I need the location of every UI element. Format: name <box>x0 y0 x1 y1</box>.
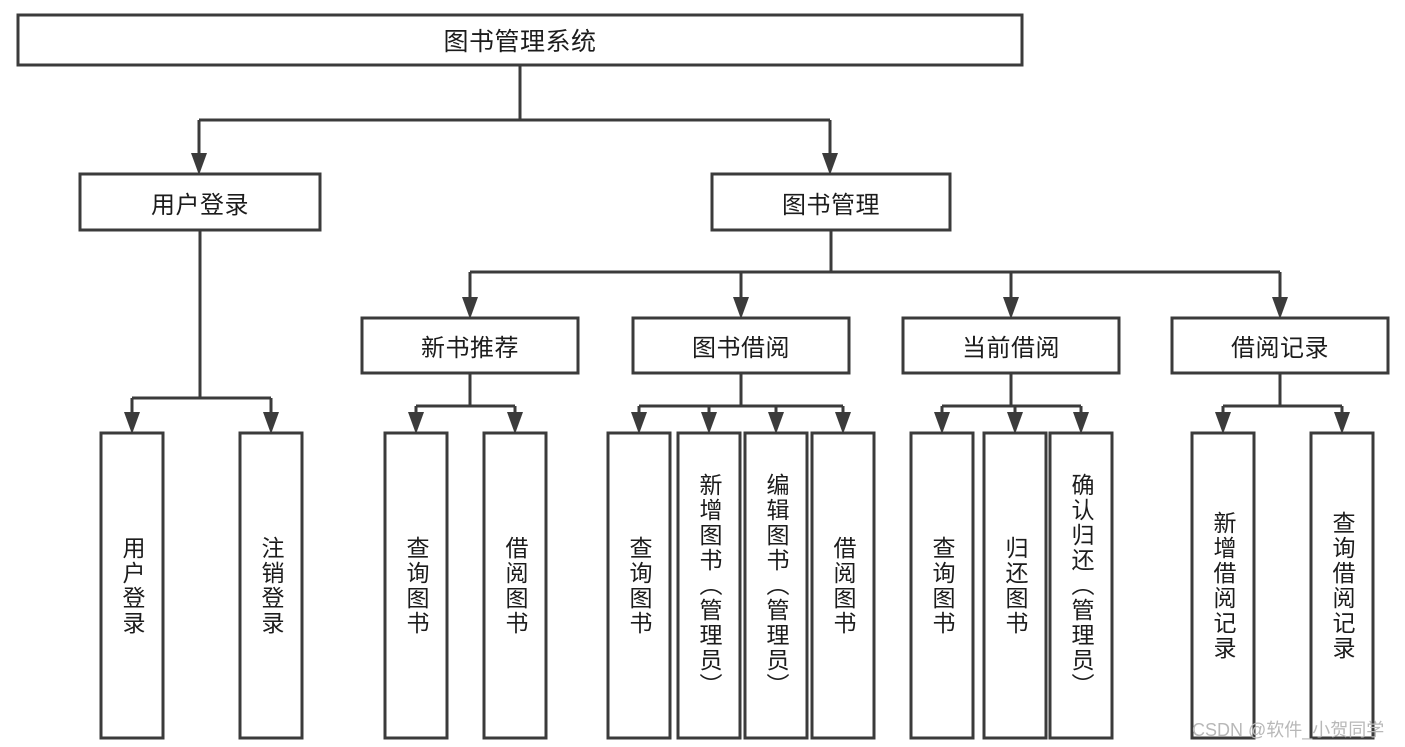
node-user-login-box[interactable] <box>78 172 322 232</box>
root-图书管理系统-box[interactable] <box>16 13 1024 67</box>
leaf-leaf-query-book-rec-node[interactable] <box>385 433 447 738</box>
leaf-leaf-add-record-box[interactable] <box>1190 431 1256 740</box>
conn-root-arrowhead-1 <box>822 153 838 175</box>
connector-layer <box>124 65 1350 434</box>
node-current-borrow-box[interactable] <box>901 316 1121 375</box>
node-book-borrow-node[interactable] <box>633 318 849 373</box>
node-user-login-node[interactable] <box>80 174 320 230</box>
conn-current-borrow-arrowhead-1 <box>1007 412 1023 434</box>
conn-new-book-rec-arrowhead-1 <box>507 412 523 434</box>
conn-borrow-record-arrowhead-1 <box>1334 412 1350 434</box>
node-current-borrow-node[interactable] <box>903 318 1119 373</box>
conn-book-manage-arrowhead-2 <box>1003 297 1019 319</box>
leaf-leaf-query-record-node[interactable] <box>1311 433 1373 738</box>
node-book-borrow-box[interactable] <box>631 316 851 375</box>
conn-book-borrow-arrowhead-1 <box>701 412 717 434</box>
conn-current-borrow-arrowhead-0 <box>934 412 950 434</box>
node-borrow-record-box[interactable] <box>1170 316 1390 375</box>
conn-current-borrow-arrowhead-2 <box>1073 412 1089 434</box>
leaf-leaf-return-book-box[interactable] <box>982 431 1048 740</box>
leaf-leaf-borrow-book-box[interactable] <box>810 431 876 740</box>
node-book-manage-node[interactable] <box>712 174 950 230</box>
leaf-leaf-query-book-borrow-box[interactable] <box>606 431 672 740</box>
conn-user-login-arrowhead-1 <box>263 412 279 434</box>
leaf-leaf-edit-book-node[interactable] <box>745 433 807 738</box>
conn-root <box>191 65 838 175</box>
conn-user-login <box>124 230 279 434</box>
conn-new-book-rec <box>408 373 523 434</box>
conn-root-arrowhead-0 <box>191 153 207 175</box>
leaf-leaf-query-book-cur-box[interactable] <box>909 431 975 740</box>
conn-current-borrow <box>934 373 1089 434</box>
box-layer <box>16 13 1390 740</box>
conn-borrow-record-arrowhead-0 <box>1215 412 1231 434</box>
leaf-leaf-user-login-node[interactable] <box>101 433 163 738</box>
conn-book-manage-arrowhead-0 <box>462 297 478 319</box>
leaf-leaf-borrow-book-node[interactable] <box>812 433 874 738</box>
conn-borrow-record <box>1215 373 1350 434</box>
leaf-leaf-confirm-return-node[interactable] <box>1050 433 1112 738</box>
leaf-leaf-user-login-box[interactable] <box>99 431 165 740</box>
leaf-leaf-query-book-rec-box[interactable] <box>383 431 449 740</box>
leaf-leaf-edit-book-box[interactable] <box>743 431 809 740</box>
leaf-leaf-query-record-box[interactable] <box>1309 431 1375 740</box>
node-new-book-rec-box[interactable] <box>360 316 580 375</box>
node-borrow-record-node[interactable] <box>1172 318 1388 373</box>
leaf-leaf-add-book-box[interactable] <box>676 431 742 740</box>
conn-book-manage-arrowhead-1 <box>733 297 749 319</box>
leaf-leaf-borrow-book-rec-box[interactable] <box>482 431 548 740</box>
conn-book-borrow-arrowhead-0 <box>631 412 647 434</box>
leaf-leaf-user-logout-node[interactable] <box>240 433 302 738</box>
conn-new-book-rec-arrowhead-0 <box>408 412 424 434</box>
leaf-leaf-return-book-node[interactable] <box>984 433 1046 738</box>
node-new-book-rec-node[interactable] <box>362 318 578 373</box>
leaf-leaf-add-book-node[interactable] <box>678 433 740 738</box>
leaf-leaf-confirm-return-box[interactable] <box>1048 431 1114 740</box>
conn-book-borrow-arrowhead-2 <box>768 412 784 434</box>
conn-book-borrow <box>631 373 851 434</box>
leaf-leaf-query-book-cur-node[interactable] <box>911 433 973 738</box>
conn-book-borrow-arrowhead-3 <box>835 412 851 434</box>
node-book-manage-box[interactable] <box>710 172 952 232</box>
conn-book-manage <box>462 230 1288 319</box>
leaf-leaf-borrow-book-rec-node[interactable] <box>484 433 546 738</box>
conn-book-manage-arrowhead-3 <box>1272 297 1288 319</box>
leaf-leaf-query-book-borrow-node[interactable] <box>608 433 670 738</box>
leaf-leaf-add-record-node[interactable] <box>1192 433 1254 738</box>
root-图书管理系统-node[interactable] <box>18 15 1022 65</box>
leaf-leaf-user-logout-box[interactable] <box>238 431 304 740</box>
conn-user-login-arrowhead-0 <box>124 412 140 434</box>
